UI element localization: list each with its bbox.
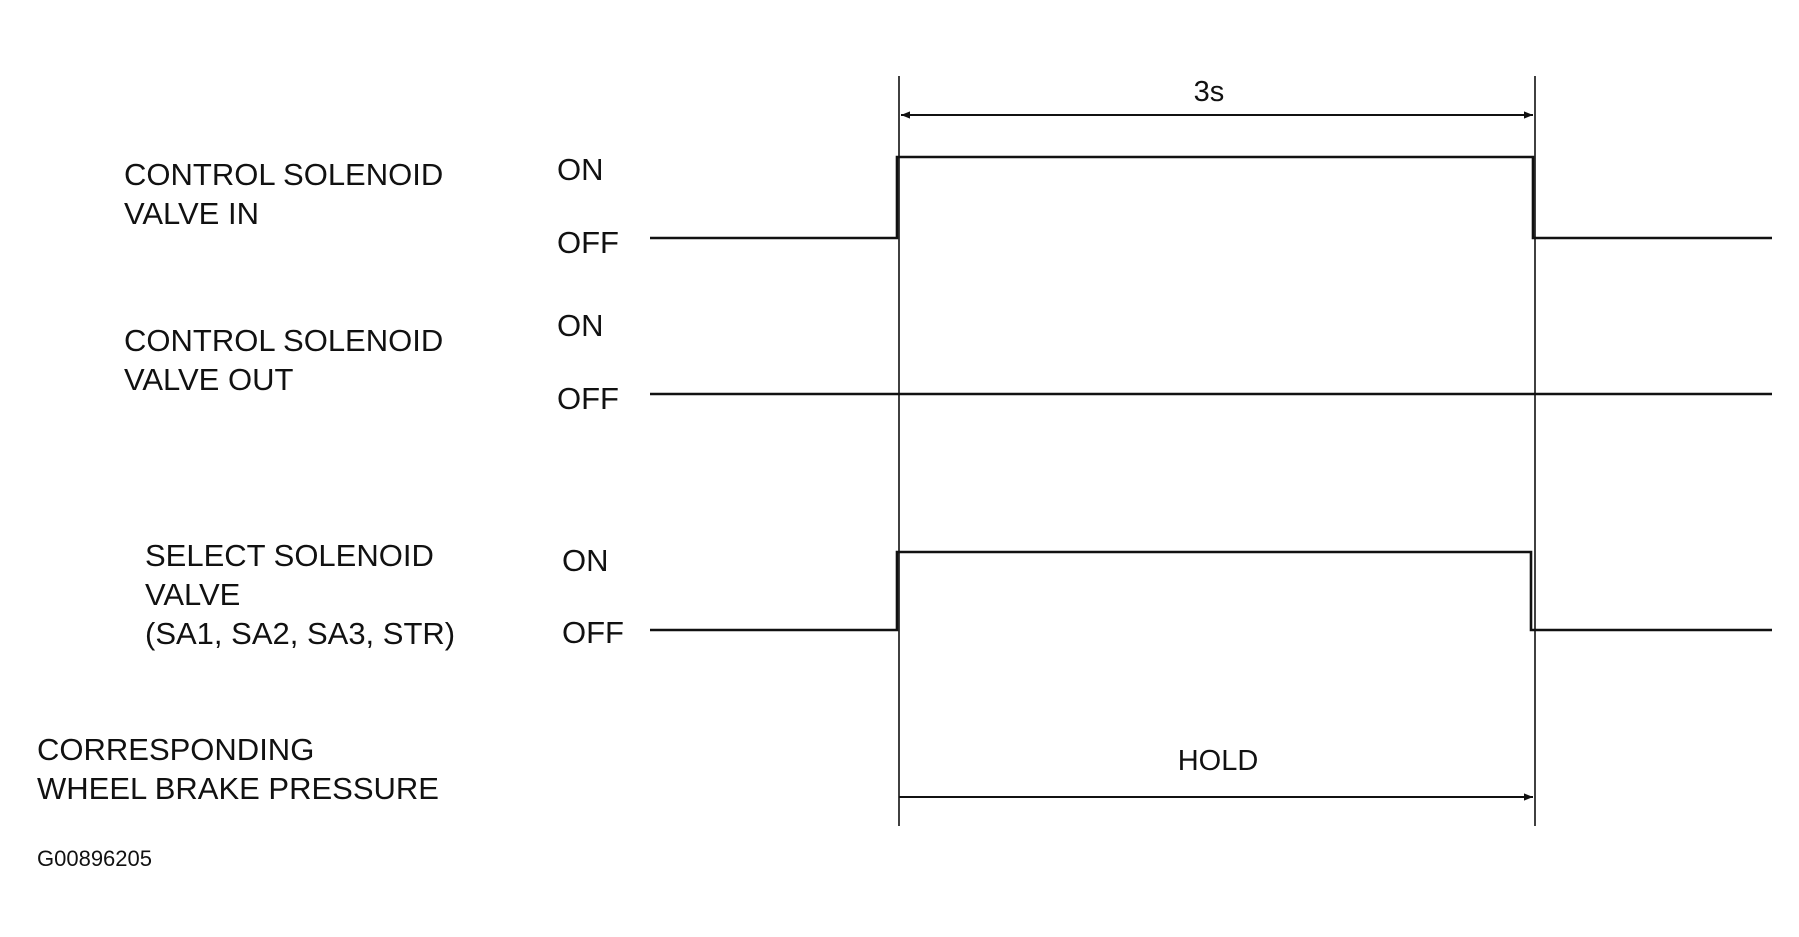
signal-label-line-1: CONTROL SOLENOID [124, 323, 443, 358]
signal-waveform [650, 550, 1772, 632]
pressure-label-line-1: CORRESPONDING [37, 732, 314, 767]
off-level-label: OFF [557, 381, 619, 416]
off-level-label: OFF [557, 225, 619, 260]
signal-label-line-1: SELECT SOLENOID [145, 538, 434, 573]
pressure-state-label: HOLD [1178, 745, 1259, 777]
on-level-label: ON [562, 543, 609, 578]
signal-control-solenoid-valve-in: CONTROL SOLENOID VALVE IN ON OFF [124, 152, 1772, 260]
duration-label: 3s [1194, 76, 1225, 108]
signal-label-line-2: VALVE OUT [124, 362, 293, 397]
figure-id: G00896205 [37, 846, 152, 871]
pressure-label: CORRESPONDING WHEEL BRAKE PRESSURE [37, 732, 439, 806]
signal-label-line-2: VALVE IN [124, 196, 259, 231]
signal-label: CONTROL SOLENOID VALVE IN [124, 157, 452, 231]
signal-waveform [650, 155, 1772, 240]
wheel-brake-pressure-row: CORRESPONDING WHEEL BRAKE PRESSURE HOLD [37, 732, 1533, 806]
signal-label-line-1: CONTROL SOLENOID [124, 157, 443, 192]
signal-control-solenoid-valve-out: CONTROL SOLENOID VALVE OUT ON OFF [124, 308, 1772, 416]
signal-label-line-2: VALVE [145, 577, 240, 612]
signal-select-solenoid-valve: SELECT SOLENOID VALVE (SA1, SA2, SA3, ST… [145, 538, 1772, 651]
on-level-label: ON [557, 308, 604, 343]
signal-label: CONTROL SOLENOID VALVE OUT [124, 323, 452, 397]
pressure-label-line-2: WHEEL BRAKE PRESSURE [37, 771, 439, 806]
on-level-label: ON [557, 152, 604, 187]
signal-label: SELECT SOLENOID VALVE (SA1, SA2, SA3, ST… [145, 538, 455, 651]
signal-label-line-3: (SA1, SA2, SA3, STR) [145, 616, 455, 651]
off-level-label: OFF [562, 615, 624, 650]
